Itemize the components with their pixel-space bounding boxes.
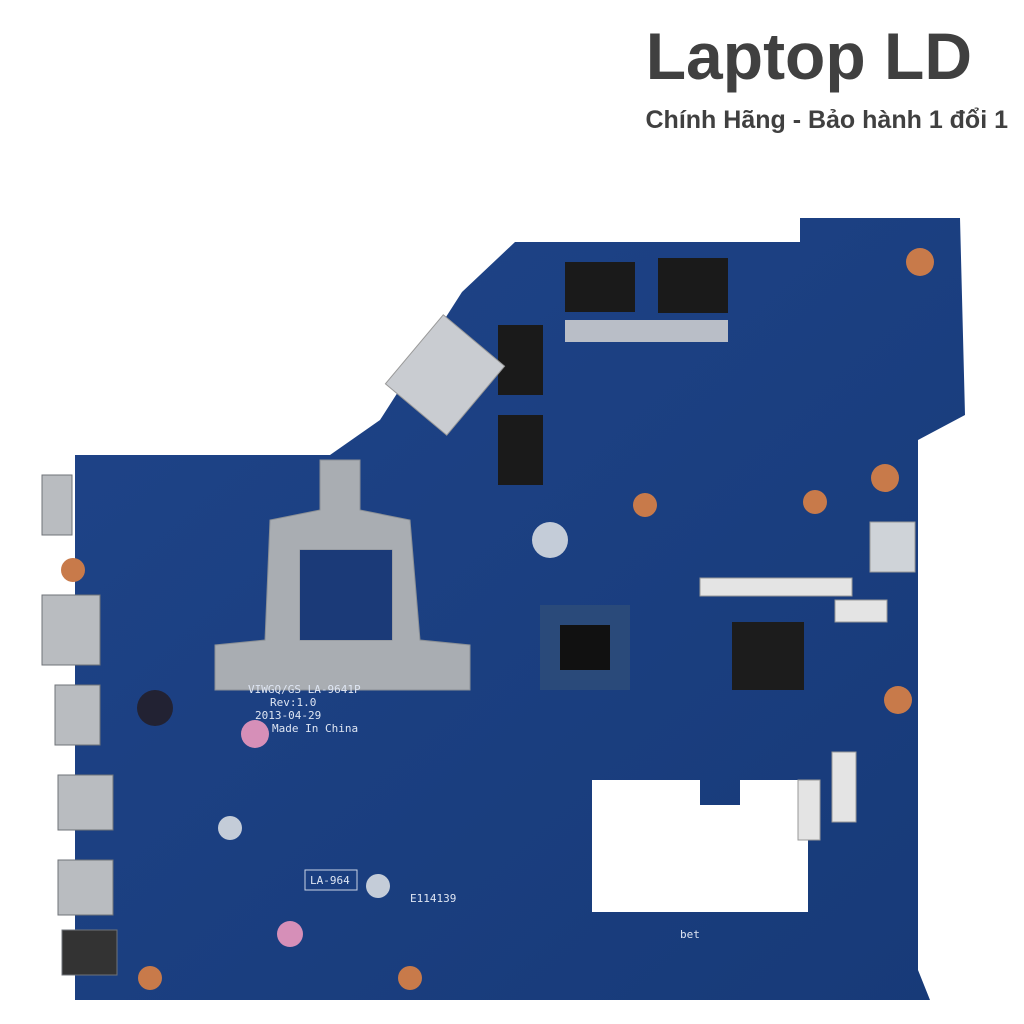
mounting-holes xyxy=(61,248,934,990)
brand-tagline: Chính Hãng - Bảo hành 1 đổi 1 xyxy=(645,106,1009,134)
connectors xyxy=(384,314,916,841)
brand-title: Laptop LD xyxy=(645,19,972,93)
board-vendor: bet xyxy=(680,928,700,941)
board-label: LA-964 xyxy=(310,874,350,887)
memory-chips xyxy=(498,258,728,485)
ec-chip xyxy=(732,622,804,690)
pcb-outline xyxy=(75,218,965,1000)
board-origin: Made In China xyxy=(272,722,358,735)
board-cert: E114139 xyxy=(410,892,456,905)
board-rev: Rev:1.0 xyxy=(270,696,316,709)
io-ports xyxy=(41,474,118,976)
board-model: VIWGQ/GS LA-9641P xyxy=(248,683,361,696)
board-date: 2013-04-29 xyxy=(255,709,321,722)
